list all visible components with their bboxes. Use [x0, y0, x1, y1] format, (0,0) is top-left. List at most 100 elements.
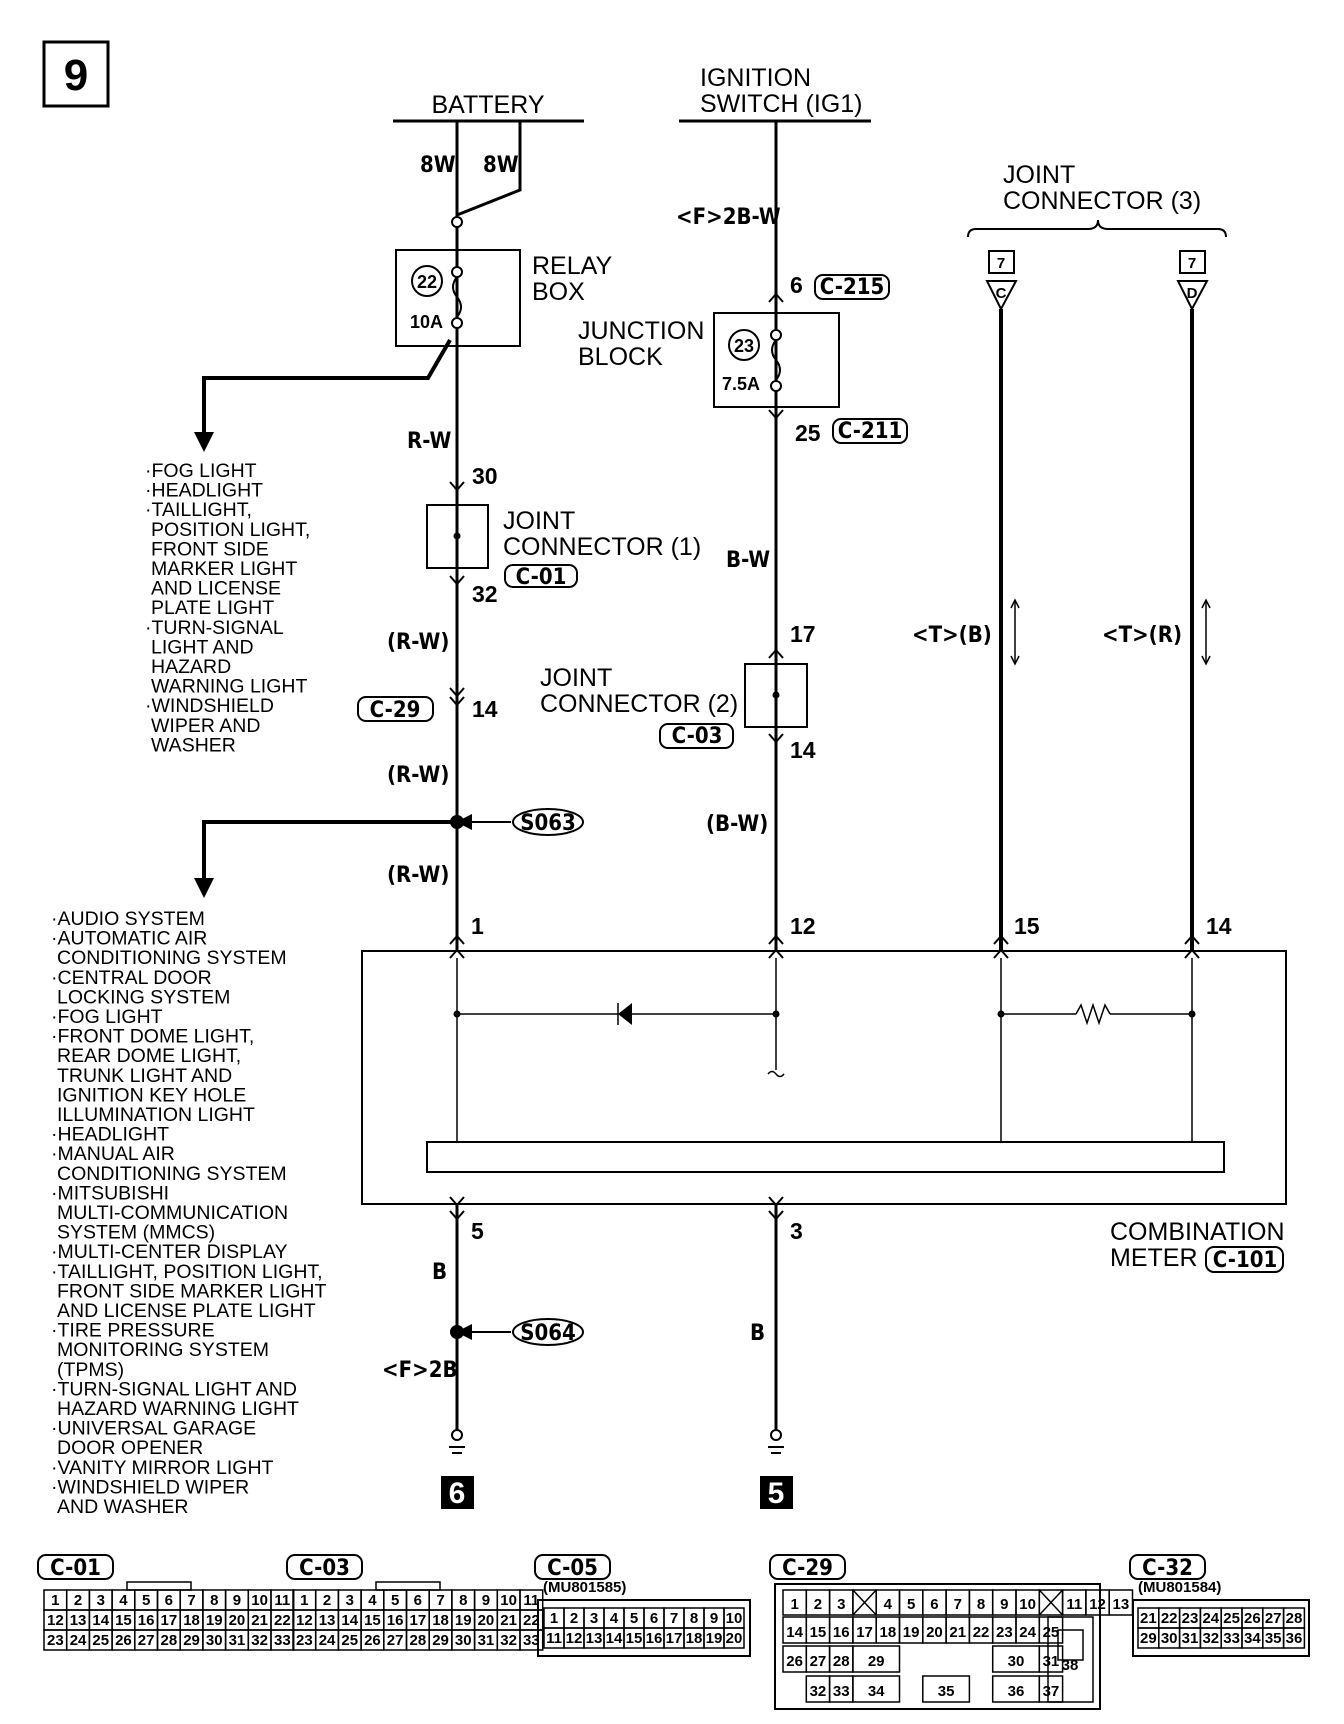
list-bottom-item: IGNITION KEY HOLE: [57, 1084, 246, 1106]
pin-cell: 20: [926, 1624, 943, 1641]
pin-cell: 2: [570, 1610, 578, 1627]
pin-cell: 31: [1182, 1630, 1199, 1647]
list-top-item: ·TAILLIGHT,: [145, 499, 252, 521]
list-bottom-systems: ·AUDIO SYSTEM·AUTOMATIC AIRCONDITIONING …: [51, 908, 327, 1518]
pin-cell: 8: [977, 1596, 985, 1613]
pin-cell: 3: [590, 1610, 598, 1627]
pin-cell: 30: [1008, 1653, 1025, 1670]
pin-cell: 30: [1161, 1630, 1178, 1647]
list-bottom-item: CONDITIONING SYSTEM: [57, 947, 287, 969]
pin-cell: 24: [70, 1632, 87, 1649]
splice-s064-label: S064: [520, 1321, 576, 1346]
ignition-label-2: SWITCH (IG1): [700, 90, 863, 118]
list-bottom-item: ·TURN-SIGNAL LIGHT AND: [51, 1378, 297, 1400]
pin-cell: 15: [810, 1624, 827, 1641]
pin-cell: 25: [1043, 1624, 1060, 1641]
pin-cell: 5: [391, 1592, 399, 1609]
pin-cell: 15: [115, 1612, 132, 1629]
pin-cell: 17: [666, 1630, 683, 1647]
pin-cell: 3: [346, 1592, 354, 1609]
list-bottom-item: REAR DOME LIGHT,: [57, 1045, 241, 1067]
pin-cell: 32: [251, 1632, 268, 1649]
pin-cell: 7: [670, 1610, 678, 1627]
list-top-item: MARKER LIGHT: [151, 558, 297, 580]
pin-cell: 7: [954, 1596, 962, 1613]
pin-cell: 11: [546, 1630, 562, 1647]
joint3-pin-7b: 7: [1188, 255, 1196, 272]
pin-cell: 29: [432, 1632, 449, 1649]
pin-cell: 10: [726, 1610, 743, 1627]
wire-r-w: R-W: [407, 429, 451, 454]
pin-cell: 18: [183, 1612, 200, 1629]
pin-cell: 36: [1286, 1630, 1303, 1647]
wire-t-b: <T>(B): [912, 623, 992, 648]
pin-cell: 19: [706, 1630, 723, 1647]
relay-fuse-amp: 10A: [410, 312, 443, 332]
list-bottom-item: CONDITIONING SYSTEM: [57, 1163, 287, 1185]
pin-cell: 34: [868, 1683, 885, 1700]
pin-cell: 14: [92, 1612, 109, 1629]
list-top-item: WARNING LIGHT: [151, 676, 307, 698]
pin-cell: 12: [47, 1612, 64, 1629]
list-top-systems: ·FOG LIGHT·HEADLIGHT·TAILLIGHT,POSITION …: [145, 460, 310, 756]
ground-5-label: 5: [768, 1477, 785, 1510]
pin-cell: 11: [274, 1592, 290, 1609]
pin-30: 30: [472, 463, 498, 489]
pin-cell: 18: [686, 1630, 703, 1647]
pin-cell: 29: [1140, 1630, 1157, 1647]
pin-cell: 8: [210, 1592, 218, 1609]
combination-meter: 1 12 15 14 5 3 COMBINATION: [361, 913, 1287, 1273]
pin-3: 3: [790, 1218, 803, 1244]
list-bottom-item: ·MANUAL AIR: [51, 1143, 175, 1165]
shielded-twist-markers: [1010, 598, 1211, 666]
list-top-item: FRONT SIDE: [151, 538, 269, 560]
page-number: 9: [64, 51, 88, 100]
pin-cell: 2: [74, 1592, 82, 1609]
list-bottom-item: AND WASHER: [57, 1496, 188, 1518]
pin-cell: 6: [165, 1592, 173, 1609]
list-bottom-item: ·MULTI-CENTER DISPLAY: [51, 1241, 288, 1263]
wire-b-w: B-W: [726, 548, 770, 573]
wire-f-2b: <F>2B: [382, 1358, 458, 1383]
pin-17: 17: [790, 621, 816, 647]
pin-cell: 28: [1286, 1610, 1303, 1627]
pin-cell: 7: [187, 1592, 195, 1609]
ground-6: 6: [441, 1429, 474, 1510]
pin-cell: 22: [274, 1612, 291, 1629]
pin-cell: 9: [1000, 1596, 1008, 1613]
pin-cell: 38: [1062, 1657, 1079, 1674]
joint-connector-1-label-1: JOINT: [503, 507, 575, 535]
wire-f-2b-w: <F>2B-W: [676, 205, 781, 230]
pin-cell: 8: [459, 1592, 467, 1609]
pin-cell: 5: [630, 1610, 638, 1627]
pin-14-c29: 14: [472, 696, 498, 722]
pin-cell: 2: [323, 1592, 331, 1609]
pin-cell: 24: [319, 1632, 336, 1649]
list-bottom-item: ·AUDIO SYSTEM: [51, 908, 205, 930]
pin-cell: 25: [1223, 1610, 1240, 1627]
pin-cell: 35: [938, 1683, 955, 1700]
pin-cell: 15: [364, 1612, 381, 1629]
joint-connector-1: 30 32 JOINT CONNECTOR (1) C-01: [426, 463, 701, 607]
pin-cell: 27: [1265, 1610, 1282, 1627]
pin-cell: 37: [1043, 1683, 1060, 1700]
pin-cell: 4: [119, 1592, 128, 1609]
pin-6: 6: [790, 272, 803, 298]
pin-cell: 10: [1019, 1596, 1036, 1613]
pin-cell: 19: [206, 1612, 223, 1629]
pin-cell: 14: [341, 1612, 358, 1629]
joint-connector-2-label-1: JOINT: [540, 664, 612, 692]
ground-6-label: 6: [449, 1477, 466, 1510]
list-bottom-item: ·MITSUBISHI: [51, 1182, 169, 1204]
pin-cell: 9: [710, 1610, 718, 1627]
junction-block-label-2: BLOCK: [578, 343, 663, 371]
connector-c-101: C-101: [1213, 1248, 1278, 1273]
list-bottom-item: TRUNK LIGHT AND: [57, 1065, 232, 1087]
joint-connector-3-label-2: CONNECTOR (3): [1003, 187, 1201, 215]
pin-cell: 33: [1223, 1630, 1240, 1647]
pin-cell: 4: [610, 1610, 619, 1627]
pin-cell: 36: [1008, 1683, 1025, 1700]
